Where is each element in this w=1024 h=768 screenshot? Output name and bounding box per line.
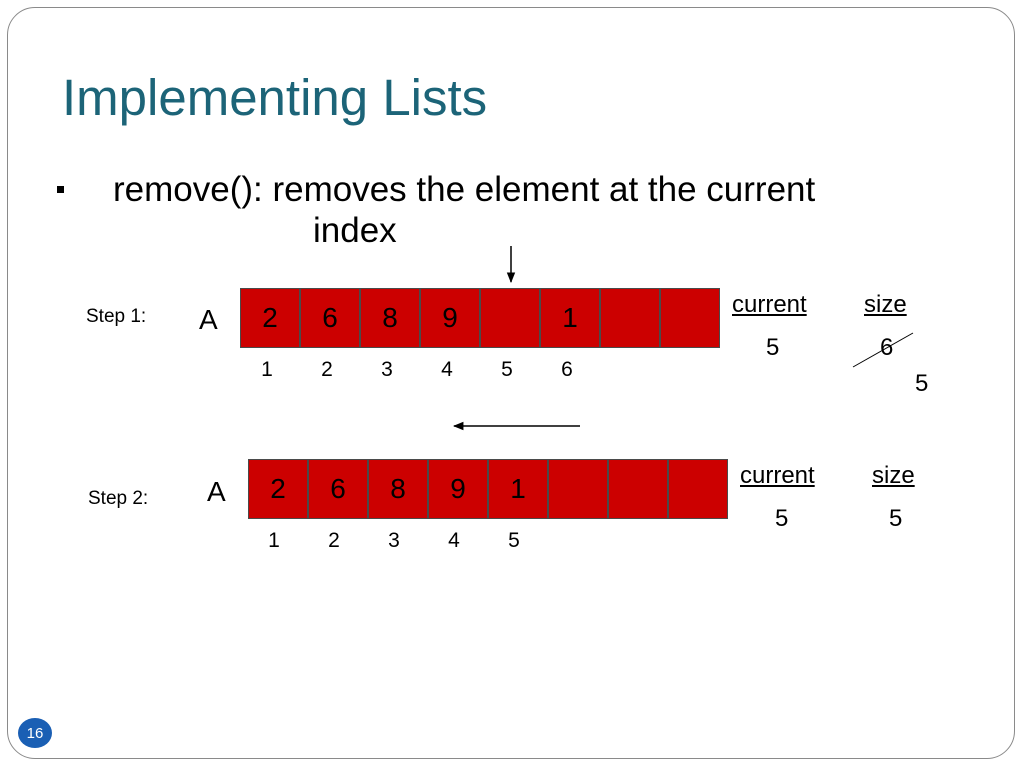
step1-cell: 2 (240, 288, 300, 348)
step2-cell (548, 459, 608, 519)
step1-size-new-value: 5 (915, 370, 929, 397)
step2-cell: 6 (308, 459, 368, 519)
bullet-text-line1: remove(): removes the element at the cur… (113, 170, 816, 209)
step2-array-label: A (207, 476, 226, 507)
step2-cell: 2 (248, 459, 308, 519)
step2-cell: 9 (428, 459, 488, 519)
step1-cell: 9 (420, 288, 480, 348)
step1-cell: 1 (540, 288, 600, 348)
step1-index: 3 (381, 358, 393, 381)
step2-index: 5 (508, 529, 520, 552)
step2-size-label: size (872, 462, 915, 489)
step2-index: 4 (448, 529, 460, 552)
step2-label: Step 2: (88, 488, 149, 509)
step2-current-value: 5 (775, 505, 789, 532)
step2-array: 2 6 8 9 1 (248, 459, 728, 519)
step1-size-old-value: 6 (880, 334, 894, 361)
step2-cell (608, 459, 668, 519)
step2-cell: 8 (368, 459, 428, 519)
step1-label: Step 1: (86, 306, 147, 327)
step1-size-label: size (864, 291, 907, 318)
step2-index: 3 (388, 529, 400, 552)
step1-current-label: current (732, 291, 807, 318)
slide-title: Implementing Lists (62, 69, 488, 126)
step1-index: 5 (501, 358, 513, 381)
step1-cell: 8 (360, 288, 420, 348)
step1-array-label: A (199, 304, 218, 335)
step2-cell (668, 459, 728, 519)
step1-index: 1 (261, 358, 273, 381)
step2-current-label: current (740, 462, 815, 489)
step1-indices: 1 2 3 4 5 6 (237, 358, 597, 382)
bullet-marker (57, 186, 64, 193)
step2-index: 2 (328, 529, 340, 552)
step1-cell: 6 (300, 288, 360, 348)
step1-cell (660, 288, 720, 348)
step1-index: 4 (441, 358, 453, 381)
step1-current-value: 5 (766, 334, 780, 361)
page-number-badge: 16 (18, 718, 52, 748)
slide-frame (7, 7, 1015, 759)
step1-array: 2 6 8 9 1 (240, 288, 720, 348)
step1-index: 2 (321, 358, 333, 381)
step2-indices: 1 2 3 4 5 (244, 529, 544, 553)
step2-cell: 1 (488, 459, 548, 519)
step2-size-value: 5 (889, 505, 903, 532)
step1-index: 6 (561, 358, 573, 381)
step1-cell (480, 288, 540, 348)
step2-index: 1 (268, 529, 280, 552)
step1-cell (600, 288, 660, 348)
bullet-text-line2: index (313, 211, 397, 250)
